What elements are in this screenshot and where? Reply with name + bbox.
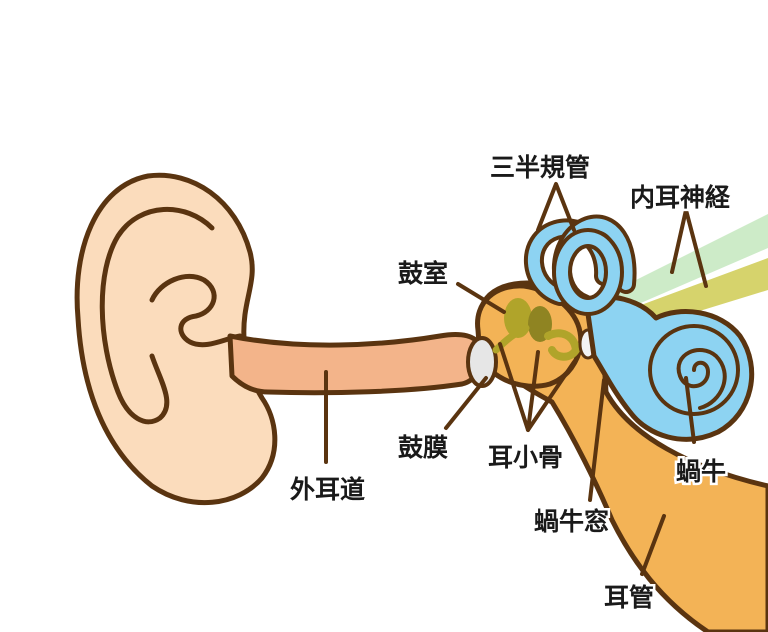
- leader-inner-ear-nerve: [670, 208, 708, 288]
- leader-semicircular-canals: [536, 182, 576, 232]
- label-eardrum: 鼓膜: [398, 433, 448, 462]
- semicircular-canal-3-fill: [556, 232, 620, 312]
- label-external-auditory-canal: 外耳道: [290, 475, 365, 504]
- ossicles: [492, 298, 581, 361]
- stapes: [544, 329, 581, 361]
- label-ossicles: 耳小骨: [488, 443, 563, 472]
- antihelix-fold: [149, 273, 243, 348]
- inner-ear: [523, 214, 755, 442]
- eardrum: [466, 336, 498, 388]
- cochlea-spiral-outer: [648, 324, 740, 416]
- cochlea-spiral: [676, 348, 727, 410]
- label-inner-ear-nerve: 内耳神経: [630, 183, 731, 212]
- label-cochlea: 蝸牛: [676, 457, 726, 486]
- nerve-green-strand: [600, 214, 768, 318]
- leader-ossicles-stapes: [526, 360, 576, 432]
- leader-lines: [324, 182, 708, 576]
- leader-eustachian-tube: [640, 514, 666, 576]
- label-semicircular-canals: 三半規管: [490, 153, 590, 182]
- ear-canal: [227, 331, 485, 396]
- leader-cochlea: [684, 376, 696, 444]
- label-round-window: 蝸牛窓: [534, 507, 609, 536]
- label-tympanic-cavity: 鼓室: [398, 259, 448, 288]
- helix-fold: [99, 207, 215, 425]
- leader-tympanic-cavity: [456, 282, 506, 314]
- leader-eardrum: [444, 376, 488, 430]
- label-eustachian-tube: 耳管: [604, 583, 654, 612]
- leader-round-window: [588, 378, 606, 502]
- ossicle-chain: [492, 324, 530, 354]
